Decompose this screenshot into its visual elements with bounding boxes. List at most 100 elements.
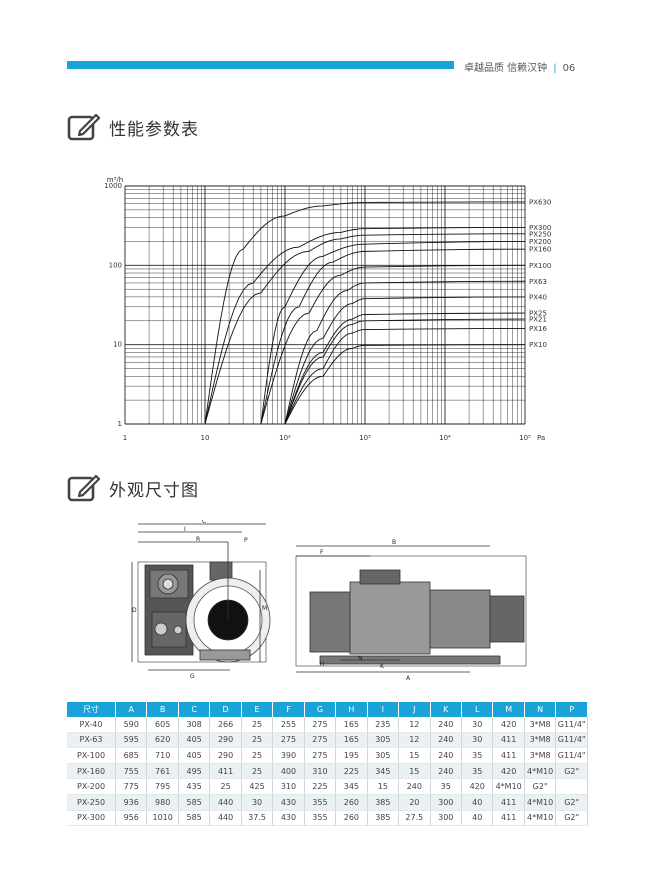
table-cell: 300 xyxy=(430,810,462,827)
table-cell: 495 xyxy=(178,763,211,780)
table-cell: 260 xyxy=(335,810,368,827)
series-label: PX100 xyxy=(529,262,551,270)
dim-label-g: G xyxy=(190,673,195,680)
series-label: PX200 xyxy=(529,238,551,246)
table-header: 尺寸 xyxy=(67,702,116,717)
table-cell: 956 xyxy=(115,810,148,827)
front-view xyxy=(131,523,271,671)
table-cell: PX-300 xyxy=(67,810,116,827)
table-header: J xyxy=(398,702,431,717)
table-cell: G11/4" xyxy=(555,717,588,733)
table-cell: 195 xyxy=(335,747,368,764)
table-cell: 590 xyxy=(115,717,148,733)
table-cell: 20 xyxy=(398,794,431,811)
y-axis-label: m³/h xyxy=(107,176,123,184)
table-cell: 595 xyxy=(115,732,148,749)
series-label: PX40 xyxy=(529,293,547,301)
table-cell: 25 xyxy=(209,778,242,795)
table-cell: 15 xyxy=(367,778,400,795)
dim-label-b: B xyxy=(392,539,396,546)
table-cell: 605 xyxy=(146,717,179,733)
table-cell: G11/4" xyxy=(555,732,588,749)
table-cell: 27.5 xyxy=(398,810,431,827)
table-cell: 390 xyxy=(272,747,305,764)
side-view xyxy=(295,545,527,673)
table-header: I xyxy=(367,702,400,717)
page-number: 06 xyxy=(562,63,576,74)
header-separator: | xyxy=(553,63,557,74)
series-label: PX250 xyxy=(529,230,551,238)
table-cell: 40 xyxy=(461,810,494,827)
table-header: F xyxy=(272,702,305,717)
table-cell: 25 xyxy=(241,763,274,780)
table-cell: 4*M10 xyxy=(524,810,557,827)
table-cell: 25 xyxy=(241,717,274,733)
table-cell: 411 xyxy=(492,794,525,811)
table-cell: 440 xyxy=(209,810,242,827)
table-cell: 585 xyxy=(178,794,211,811)
edit-icon xyxy=(67,113,101,141)
section-performance: 性能参数表 xyxy=(67,112,199,142)
table-cell: PX-63 xyxy=(67,732,116,749)
table-cell: 710 xyxy=(146,747,179,764)
table-cell: 385 xyxy=(367,810,400,827)
table-cell: 775 xyxy=(115,778,148,795)
table-cell: 435 xyxy=(178,778,211,795)
x-tick-label: 10 xyxy=(201,434,210,442)
table-cell: 35 xyxy=(461,763,494,780)
dim-label-d: D xyxy=(132,607,137,614)
dim-label-m: M xyxy=(262,605,267,612)
series-line xyxy=(204,201,526,425)
x-tick-label: 10³ xyxy=(359,434,371,442)
page-header: 卓越品质 信赖汉钟 | 06 xyxy=(464,59,575,74)
table-header: A xyxy=(115,702,148,717)
table-cell: 305 xyxy=(367,747,400,764)
table-header: P xyxy=(555,702,588,717)
table-cell: 685 xyxy=(115,747,148,764)
table-cell: 275 xyxy=(272,732,305,749)
series-label: PX25 xyxy=(529,310,547,318)
x-axis-label: Pa xyxy=(537,434,545,442)
table-cell: 411 xyxy=(492,732,525,749)
table-cell: 30 xyxy=(461,717,494,733)
table-cell: 405 xyxy=(178,747,211,764)
table-cell: 4*M10 xyxy=(492,778,525,795)
table-cell: 260 xyxy=(335,794,368,811)
series-label: PX16 xyxy=(529,325,547,333)
series-line xyxy=(260,241,526,425)
table-cell: 275 xyxy=(304,732,337,749)
table-cell: 35 xyxy=(430,778,462,795)
table-cell: 355 xyxy=(304,810,337,827)
table-cell: 275 xyxy=(304,717,337,733)
table-cell: 310 xyxy=(304,763,337,780)
section-title-performance: 性能参数表 xyxy=(109,119,199,140)
edit-icon xyxy=(67,474,101,502)
table-cell: 411 xyxy=(492,810,525,827)
table-cell: 12 xyxy=(398,717,431,733)
table-cell: 936 xyxy=(115,794,148,811)
header-slogan: 卓越品质 信赖汉钟 xyxy=(464,63,548,74)
series-label: PX21 xyxy=(529,316,547,324)
table-cell: 345 xyxy=(335,778,368,795)
series-line xyxy=(284,344,526,425)
section-dimensions: 外观尺寸图 xyxy=(67,473,199,503)
dim-label-k: K xyxy=(380,663,385,670)
dim-label-r: R xyxy=(196,536,200,543)
table-cell: 411 xyxy=(492,747,525,764)
table-header: M xyxy=(492,702,525,717)
table-header: E xyxy=(241,702,274,717)
table-cell: 3*M8 xyxy=(524,732,557,749)
x-tick-label: 10⁴ xyxy=(439,434,451,442)
table-cell: 35 xyxy=(461,747,494,764)
table-cell: 25 xyxy=(241,732,274,749)
table-cell: 165 xyxy=(335,717,368,733)
table-cell: 795 xyxy=(146,778,179,795)
table-cell: 266 xyxy=(209,717,242,733)
